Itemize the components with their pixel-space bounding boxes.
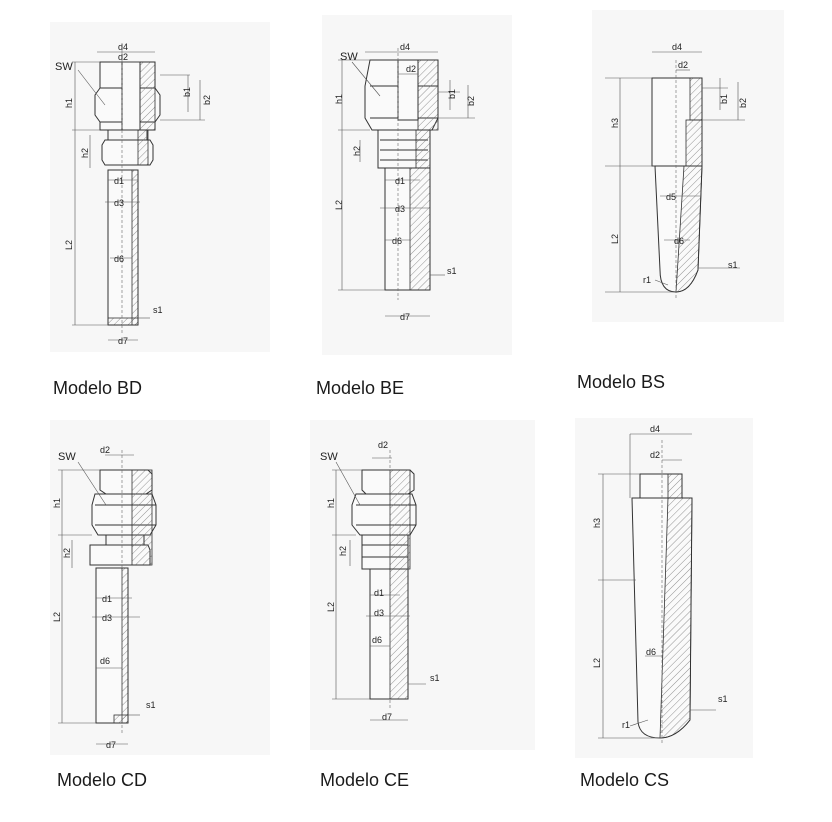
cs-d2-label: d2 bbox=[650, 450, 660, 460]
be-s1-label: s1 bbox=[447, 266, 457, 276]
be-b2-label: b2 bbox=[466, 96, 476, 106]
bd-d1-label: d1 bbox=[114, 176, 124, 186]
be-sw-label: SW bbox=[340, 51, 358, 63]
cs-h3-label: h3 bbox=[592, 518, 602, 528]
drawing-cd bbox=[58, 450, 157, 745]
bd-d3-label: d3 bbox=[114, 198, 124, 208]
bs-b1-label: b1 bbox=[719, 94, 729, 104]
be-d4-label: d4 bbox=[400, 42, 410, 52]
bd-d4-label: d4 bbox=[118, 42, 128, 52]
caption-modelo-be: Modelo BE bbox=[316, 378, 405, 398]
bd-d7-label: d7 bbox=[118, 336, 128, 346]
cs-s1-label: s1 bbox=[718, 694, 728, 704]
caption-modelo-ce: Modelo CE bbox=[320, 770, 410, 790]
ce-d6-label: d6 bbox=[372, 635, 382, 645]
cd-d2-label: d2 bbox=[100, 445, 110, 455]
bd-b2-label: b2 bbox=[202, 95, 212, 105]
bd-h2-label: h2 bbox=[80, 148, 90, 158]
bs-d4-label: d4 bbox=[672, 42, 682, 52]
be-d1-label: d1 bbox=[395, 176, 405, 186]
bd-h1-label: h1 bbox=[64, 98, 74, 108]
bd-sw-label: SW bbox=[55, 61, 73, 73]
drawing-bd bbox=[72, 50, 205, 341]
drawing-bs bbox=[605, 51, 745, 300]
be-d6-label: d6 bbox=[392, 236, 402, 246]
cs-d6-label: d6 bbox=[646, 647, 656, 657]
drawing-cs bbox=[598, 433, 716, 745]
be-d7-label: d7 bbox=[400, 312, 410, 322]
cd-d1-label: d1 bbox=[102, 594, 112, 604]
be-h1-label: h1 bbox=[334, 94, 344, 104]
bs-d2-label: d2 bbox=[678, 60, 688, 70]
cd-sw-label: SW bbox=[58, 451, 76, 463]
ce-d7-label: d7 bbox=[382, 712, 392, 722]
cd-L2-label: L2 bbox=[52, 612, 62, 622]
bs-d6-label: d6 bbox=[674, 236, 684, 246]
ce-sw-label: SW bbox=[320, 451, 338, 463]
drawing-be bbox=[338, 48, 475, 317]
bd-L2-label: L2 bbox=[64, 240, 74, 250]
panel-ce bbox=[310, 420, 535, 750]
be-L2-label: L2 bbox=[334, 200, 344, 210]
caption-modelo-cs: Modelo CS bbox=[580, 770, 670, 790]
be-b1-label: b1 bbox=[447, 89, 457, 99]
cs-d4-label: d4 bbox=[650, 424, 660, 434]
cs-r1-label: r1 bbox=[622, 720, 630, 730]
bs-h3-label: h3 bbox=[610, 118, 620, 128]
cd-h1-label: h1 bbox=[52, 498, 62, 508]
bs-r1-label: r1 bbox=[643, 275, 651, 285]
bs-s1-label: s1 bbox=[728, 260, 738, 270]
cd-d6-label: d6 bbox=[100, 656, 110, 666]
drawing-ce bbox=[332, 450, 426, 721]
bd-b1-label: b1 bbox=[182, 87, 192, 97]
ce-d1-label: d1 bbox=[374, 588, 384, 598]
cd-d3-label: d3 bbox=[102, 613, 112, 623]
panel-bd bbox=[50, 22, 270, 352]
cs-L2-label: L2 bbox=[592, 658, 602, 668]
ce-s1-label: s1 bbox=[430, 673, 440, 683]
be-d3-label: d3 bbox=[395, 204, 405, 214]
ce-d3-label: d3 bbox=[374, 608, 384, 618]
ce-h1-label: h1 bbox=[326, 498, 336, 508]
cd-s1-label: s1 bbox=[146, 700, 156, 710]
caption-modelo-bs: Modelo BS bbox=[577, 372, 666, 392]
bs-L2-label: L2 bbox=[610, 234, 620, 244]
be-d2-label: d2 bbox=[406, 64, 416, 74]
bs-d5-label: d5 bbox=[666, 192, 676, 202]
bd-d2-label: d2 bbox=[118, 52, 128, 62]
caption-modelo-bd: Modelo BD bbox=[53, 378, 143, 398]
bs-b2-label: b2 bbox=[738, 98, 748, 108]
cd-h2-label: h2 bbox=[62, 548, 72, 558]
ce-d2-label: d2 bbox=[378, 440, 388, 450]
cd-d7-label: d7 bbox=[106, 740, 116, 750]
ce-h2-label: h2 bbox=[338, 546, 348, 556]
bd-d6-label: d6 bbox=[114, 254, 124, 264]
caption-modelo-cd: Modelo CD bbox=[57, 770, 148, 790]
be-h2-label: h2 bbox=[352, 146, 362, 156]
bd-s1-label: s1 bbox=[153, 305, 163, 315]
ce-L2-label: L2 bbox=[326, 602, 336, 612]
